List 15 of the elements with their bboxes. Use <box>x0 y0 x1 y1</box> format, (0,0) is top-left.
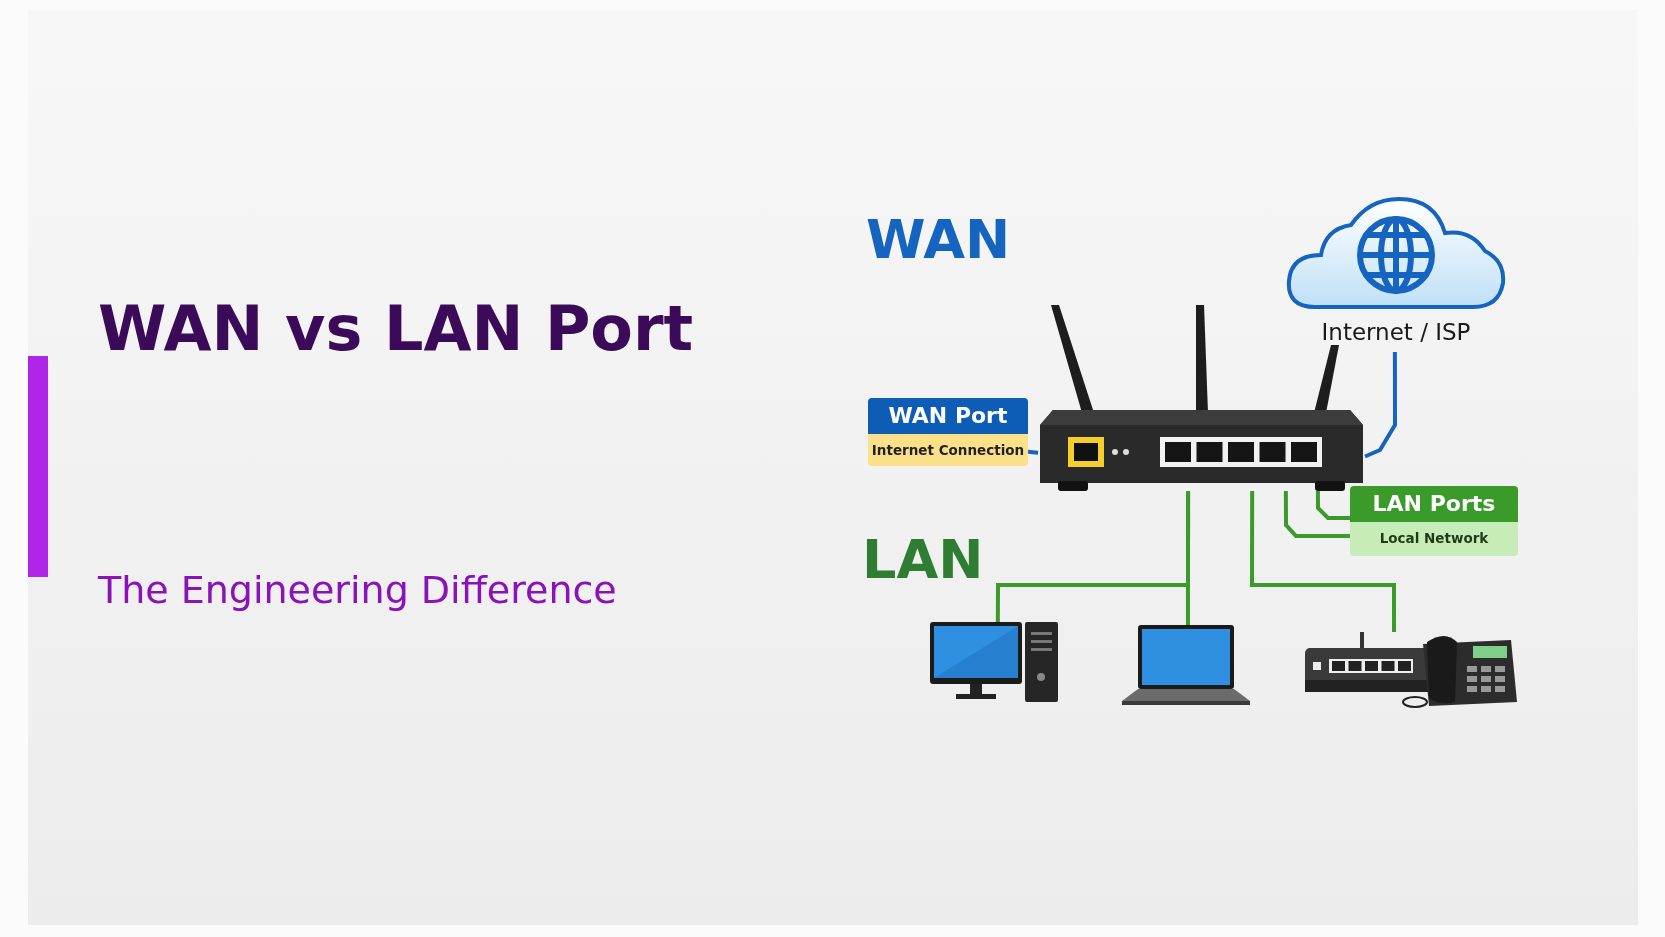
node-label: Internet / ISP <box>1320 319 1472 345</box>
subtitle: The Engineering Difference <box>98 568 617 612</box>
cable-line <box>1185 491 1191 625</box>
cable-line <box>1283 491 1350 538</box>
port-description: Local Network <box>1350 522 1518 556</box>
port-heading: LAN Ports <box>1350 486 1518 522</box>
cable-line <box>1250 491 1397 632</box>
port-description: Internet Connection <box>868 434 1028 466</box>
port-heading: WAN Port <box>868 398 1028 434</box>
title: WAN vs LAN Port <box>98 292 694 365</box>
cable-line <box>1315 491 1350 520</box>
cable-line <box>1364 352 1397 459</box>
cable-line <box>1027 449 1039 455</box>
section-heading: WAN <box>866 208 1011 271</box>
section-heading: LAN <box>862 528 984 591</box>
